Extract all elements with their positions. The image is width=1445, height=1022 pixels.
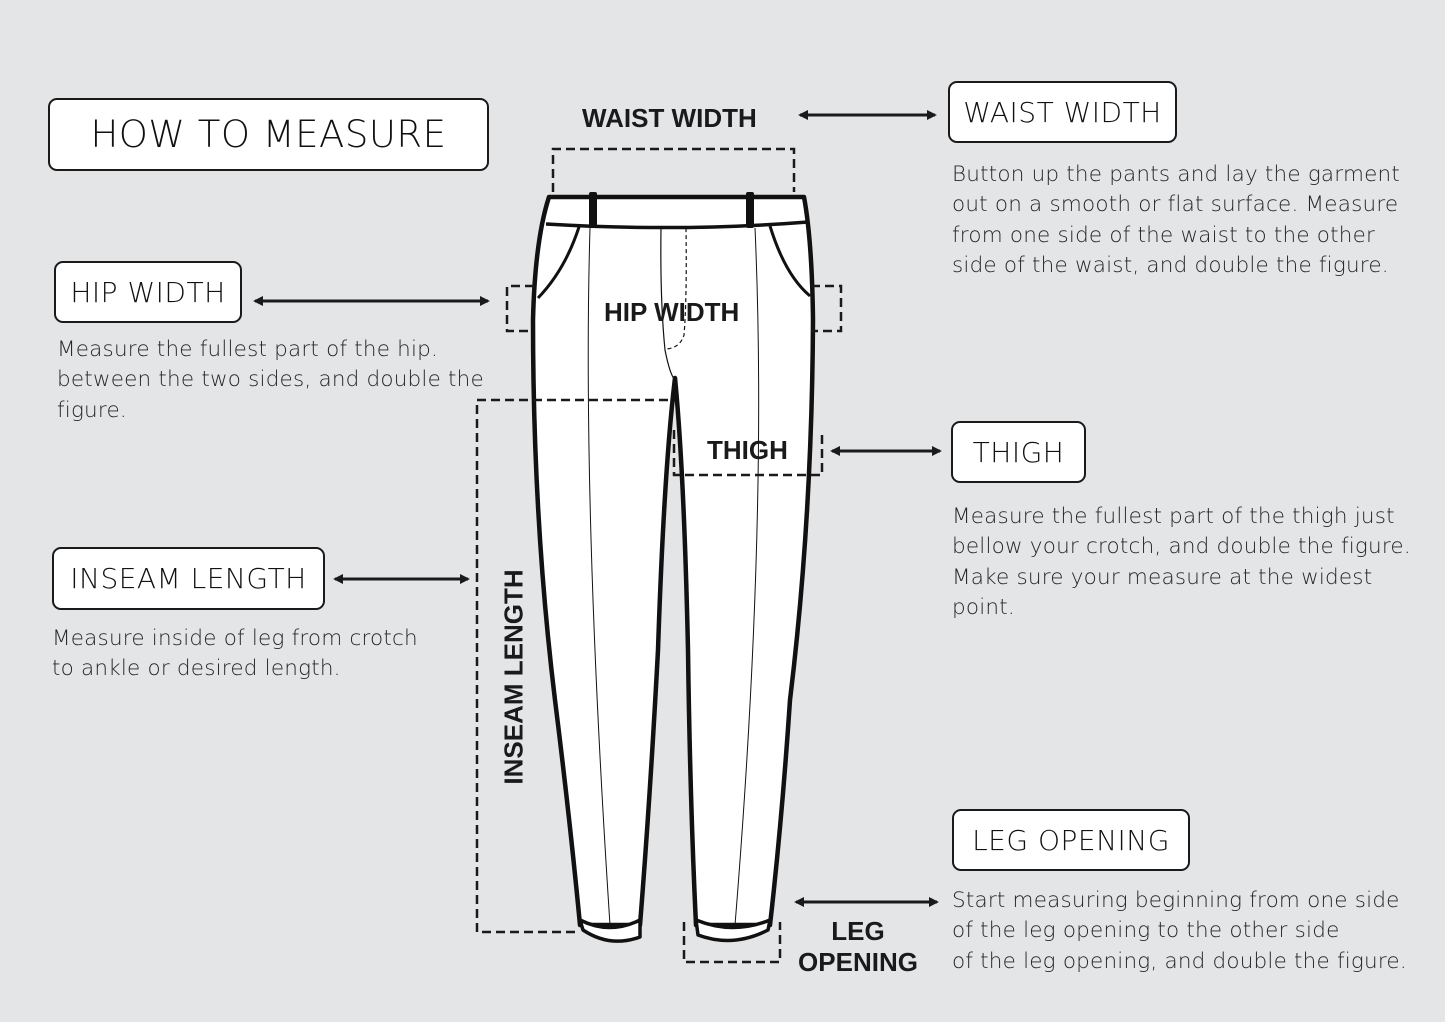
pants-icon — [530, 192, 816, 943]
inseam-description: Measure inside of leg from crotch to ank… — [52, 626, 418, 682]
leg-opening-heading: LEG OPENING — [952, 809, 1190, 871]
inseam-heading-text: INSEAM LENGTH — [70, 562, 307, 595]
waist-diagram-label: WAIST WIDTH — [582, 103, 757, 133]
hip-guide-left — [505, 284, 534, 333]
hip-guide-right — [811, 284, 843, 333]
hip-description: Measure the fullest part of the hip. bet… — [57, 337, 484, 423]
page-title-text: HOW TO MEASURE — [90, 113, 447, 156]
leg-opening-heading-text: LEG OPENING — [972, 823, 1170, 857]
thigh-guide — [672, 430, 824, 477]
thigh-description: Measure the fullest part of the thigh ju… — [952, 504, 1411, 620]
inseam-heading: INSEAM LENGTH — [52, 547, 325, 610]
hip-diagram-label: HIP WIDTH — [604, 297, 740, 327]
waist-guide — [551, 147, 796, 192]
hip-heading: HIP WIDTH — [54, 261, 242, 323]
waist-heading-text: WAIST WIDTH — [963, 95, 1162, 129]
leg-opening-label-line1: LEG — [831, 916, 885, 946]
inseam-guide — [475, 398, 668, 934]
leg-opening-description: Start measuring beginning from one side … — [952, 888, 1407, 974]
waist-heading: WAIST WIDTH — [948, 81, 1177, 143]
inseam-diagram-label: INSEAM LENGTH — [498, 569, 529, 785]
leg-opening-guide — [682, 922, 782, 964]
leg-opening-label-line2: OPENING — [798, 947, 918, 977]
thigh-diagram-label: THIGH — [707, 435, 788, 465]
leg-opening-diagram-label: LEG OPENING — [794, 916, 922, 978]
thigh-heading: THIGH — [951, 421, 1086, 483]
waist-description: Button up the pants and lay the garment … — [952, 162, 1400, 278]
page-title: HOW TO MEASURE — [48, 98, 489, 171]
thigh-heading-text: THIGH — [972, 435, 1065, 469]
hip-heading-text: HIP WIDTH — [70, 275, 226, 309]
